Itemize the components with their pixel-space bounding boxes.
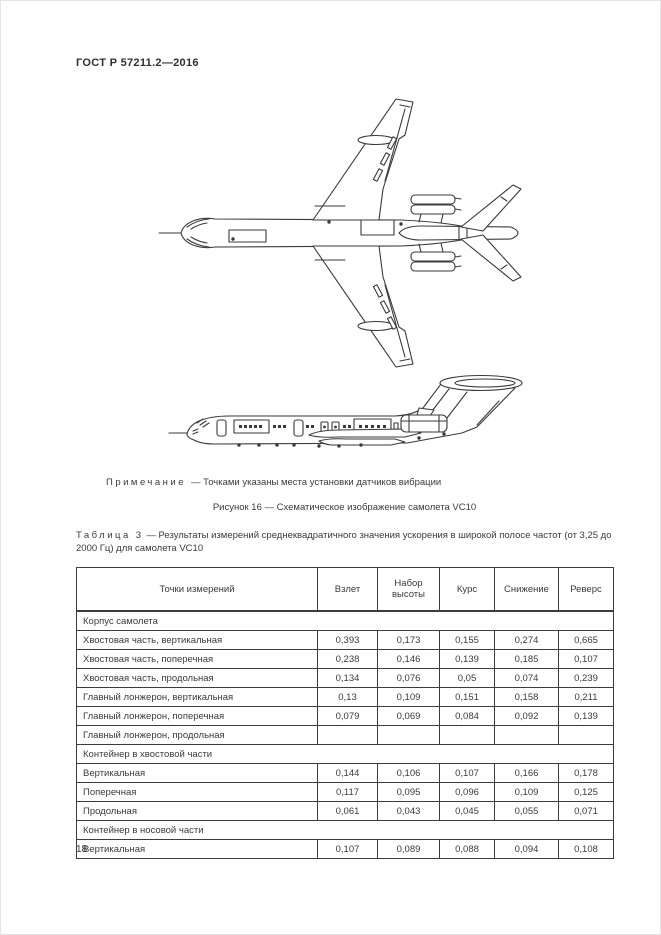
measurement-value: 0,151 (439, 687, 495, 707)
measurement-value: 0,211 (558, 687, 614, 707)
note-label: Примечание (106, 477, 186, 488)
measurement-value: 0,146 (377, 649, 440, 669)
measurement-value: 0,089 (377, 839, 440, 859)
figure-note: Примечание — Точками указаны места устано… (106, 477, 441, 488)
measurement-point-label: Вертикальная (76, 763, 318, 783)
measurement-value: 0,166 (494, 763, 559, 783)
section-heading: Контейнер в носовой части (76, 820, 614, 840)
measurement-value: 0,079 (317, 706, 378, 726)
measurement-point-label: Поперечная (76, 782, 318, 802)
measurement-point-label: Хвостовая часть, поперечная (76, 649, 318, 669)
measurement-point-label: Хвостовая часть, вертикальная (76, 630, 318, 650)
measurement-value (558, 725, 614, 745)
measurement-value: 0,125 (558, 782, 614, 802)
measurement-value: 0,084 (439, 706, 495, 726)
measurement-value: 0,095 (377, 782, 440, 802)
column-header: Снижение (494, 567, 559, 612)
section-row: Корпус самолета (76, 610, 614, 631)
section-heading: Корпус самолета (76, 610, 614, 631)
measurement-value: 0,178 (558, 763, 614, 783)
measurement-value: 0,05 (439, 668, 495, 688)
aircraft-side-view-drawing (168, 374, 523, 448)
measurement-value: 0,239 (558, 668, 614, 688)
measurement-value: 0,173 (377, 630, 440, 650)
measurement-value: 0,109 (494, 782, 559, 802)
column-header: Точки измерений (76, 567, 318, 612)
measurement-point-label: Главный лонжерон, вертикальная (76, 687, 318, 707)
measurement-value: 0,238 (317, 649, 378, 669)
measurement-point-label: Вертикальная (76, 839, 318, 859)
measurement-point-label: Главный лонжерон, продольная (76, 725, 318, 745)
page-number: 18 (76, 844, 88, 855)
measurement-value: 0,061 (317, 801, 378, 821)
measurement-value: 0,076 (377, 668, 440, 688)
measurement-value (439, 725, 495, 745)
column-header: Реверс (558, 567, 614, 612)
figure-caption: Рисунок 16 — Схематическое изображение с… (212, 502, 477, 513)
table-title: Таблица 3 — Результаты измерений среднек… (76, 530, 616, 556)
measurement-point-label: Продольная (76, 801, 318, 821)
measurement-value: 0,088 (439, 839, 495, 859)
measurement-value: 0,109 (377, 687, 440, 707)
measurement-value: 0,139 (558, 706, 614, 726)
column-header: Курс (439, 567, 495, 612)
measurement-value: 0,158 (494, 687, 559, 707)
measurement-value: 0,092 (494, 706, 559, 726)
measurement-value: 0,139 (439, 649, 495, 669)
measurement-value: 0,107 (558, 649, 614, 669)
measurement-value: 0,185 (494, 649, 559, 669)
measurement-value: 0,074 (494, 668, 559, 688)
measurement-value: 0,274 (494, 630, 559, 650)
table-label: Таблица 3 (76, 530, 144, 541)
measurement-value: 0,107 (317, 839, 378, 859)
measurement-value: 0,134 (317, 668, 378, 688)
measurement-value: 0,071 (558, 801, 614, 821)
measurement-value: 0,094 (494, 839, 559, 859)
measurement-value: 0,106 (377, 763, 440, 783)
measurement-value: 0,13 (317, 687, 378, 707)
measurement-value (494, 725, 559, 745)
table-title-text: — Результаты измерений среднеквадратично… (76, 530, 612, 554)
measurement-value (317, 725, 378, 745)
document-header: ГОСТ Р 57211.2—2016 (76, 57, 199, 69)
measurement-value: 0,144 (317, 763, 378, 783)
measurement-value: 0,045 (439, 801, 495, 821)
section-row: Контейнер в носовой части (76, 820, 614, 840)
measurement-value: 0,155 (439, 630, 495, 650)
measurement-value: 0,043 (377, 801, 440, 821)
column-header: Взлет (317, 567, 378, 612)
aircraft-plan-view-drawing (158, 98, 522, 368)
table-row: Главный лонжерон, продольная (76, 725, 614, 745)
note-text: — Точками указаны места установки датчик… (191, 477, 442, 488)
measurement-point-label: Хвостовая часть, продольная (76, 668, 318, 688)
measurement-value: 0,108 (558, 839, 614, 859)
measurement-value: 0,055 (494, 801, 559, 821)
measurement-point-label: Главный лонжерон, поперечная (76, 706, 318, 726)
measurement-value: 0,107 (439, 763, 495, 783)
measurement-value (377, 725, 440, 745)
measurement-value: 0,069 (377, 706, 440, 726)
measurement-value: 0,096 (439, 782, 495, 802)
column-header: Набор высоты (377, 567, 440, 612)
measurement-value: 0,665 (558, 630, 614, 650)
measurement-value: 0,117 (317, 782, 378, 802)
section-heading: Контейнер в хвостовой части (76, 744, 614, 764)
section-row: Контейнер в хвостовой части (76, 744, 614, 764)
measurement-value: 0,393 (317, 630, 378, 650)
